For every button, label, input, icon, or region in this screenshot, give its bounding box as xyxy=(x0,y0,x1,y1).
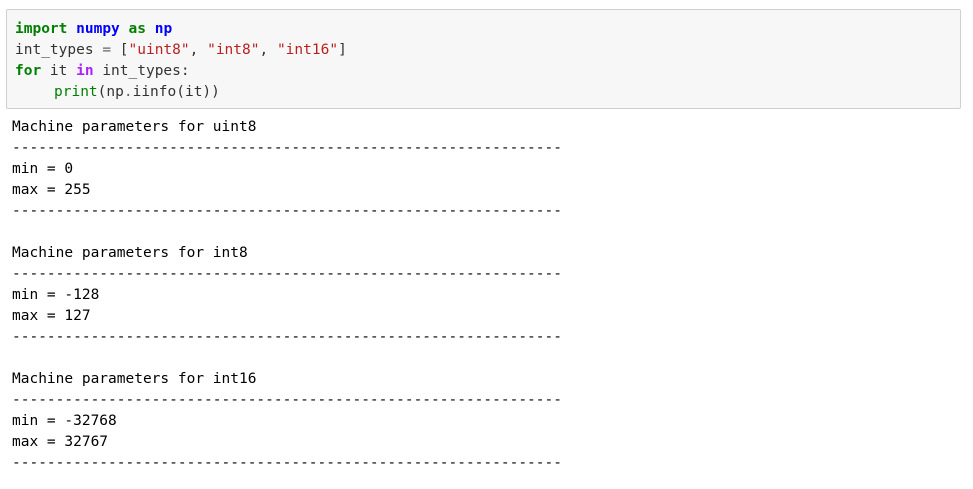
output-line: min = -32768 xyxy=(12,413,117,429)
code-token: ] xyxy=(338,42,347,58)
output-separator: ----------------------------------------… xyxy=(12,329,562,345)
code-line: import numpy as np xyxy=(15,19,960,40)
code-token: int_types: xyxy=(93,63,190,79)
output-line xyxy=(12,222,712,243)
output-line: Machine parameters for uint8 xyxy=(12,119,257,135)
code-token: import xyxy=(15,21,68,37)
code-token: , xyxy=(259,42,277,58)
code-token xyxy=(120,21,129,37)
code-token xyxy=(67,21,76,37)
code-token xyxy=(146,21,155,37)
code-token: for xyxy=(15,63,42,79)
code-line: for it in int_types: xyxy=(15,61,960,82)
code-token: int_types xyxy=(15,42,94,58)
output-line: Machine parameters for int8 xyxy=(12,245,248,261)
code-line: print(np.iinfo(it)) xyxy=(15,82,960,103)
code-line: int_types = ["uint8", "int8", "int16"] xyxy=(15,40,960,61)
code-token: print xyxy=(54,84,98,100)
output-separator: ----------------------------------------… xyxy=(12,266,562,282)
output-line: Machine parameters for int16 xyxy=(12,371,257,387)
output-line: max = 127 xyxy=(12,308,91,324)
code-token: [ xyxy=(111,42,129,58)
code-token: in xyxy=(76,63,94,79)
cell-output-area: Machine parameters for uint8 ------------… xyxy=(12,117,712,474)
output-line: max = 255 xyxy=(12,182,91,198)
code-token: as xyxy=(128,21,146,37)
code-token: "uint8" xyxy=(128,42,190,58)
output-line: max = 32767 xyxy=(12,434,109,450)
code-token: "int8" xyxy=(207,42,260,58)
output-line: min = -128 xyxy=(12,287,100,303)
output-separator: ----------------------------------------… xyxy=(12,392,562,408)
code-token: "int16" xyxy=(276,42,339,58)
code-token: (np xyxy=(97,84,124,100)
output-separator: ----------------------------------------… xyxy=(12,203,562,219)
output-separator: ----------------------------------------… xyxy=(12,140,562,156)
code-token: numpy xyxy=(76,21,120,37)
code-token: it xyxy=(41,63,77,79)
output-line xyxy=(12,348,712,369)
output-line: min = 0 xyxy=(12,161,74,177)
code-token: = xyxy=(102,42,112,58)
code-token: , xyxy=(189,42,208,58)
output-text: Machine parameters for uint8 ------------… xyxy=(12,117,712,474)
output-separator: ----------------------------------------… xyxy=(12,455,562,471)
code-token: iinfo(it)) xyxy=(132,84,220,100)
code-token: np xyxy=(154,21,173,37)
code-token xyxy=(94,42,103,58)
code-token: . xyxy=(123,84,133,100)
